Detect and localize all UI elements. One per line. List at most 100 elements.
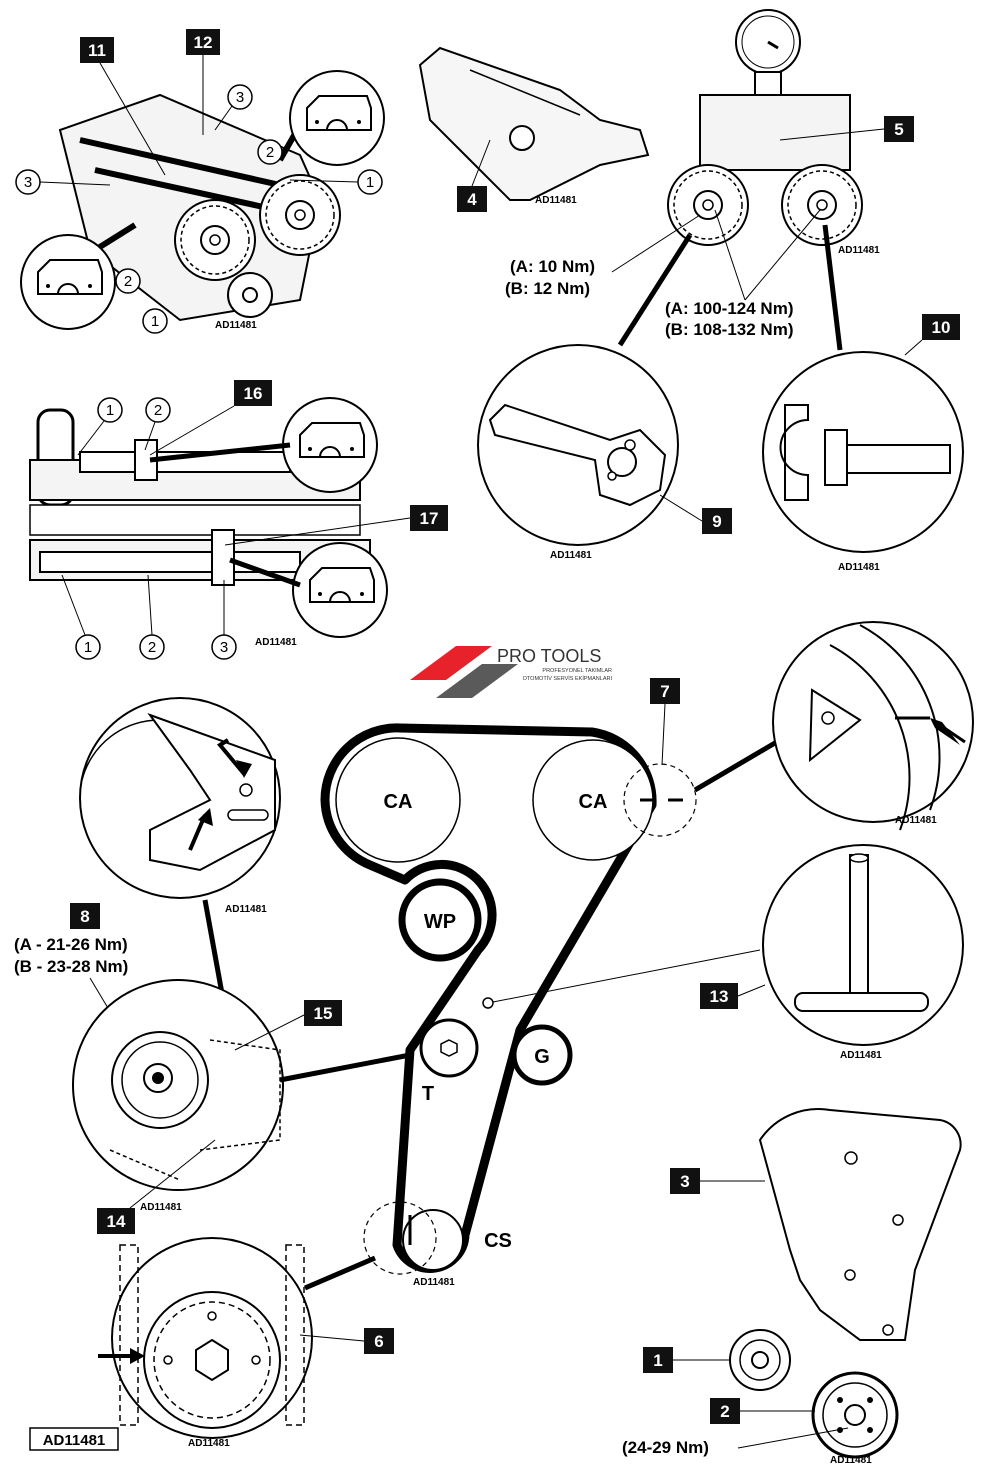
pulley-cam-left: CA <box>335 737 461 863</box>
svg-text:2: 2 <box>124 273 132 290</box>
tensioner-closeup <box>72 979 284 1191</box>
callout-3b: 3 <box>15 169 111 195</box>
torque-a-small: (A: 10 Nm) <box>510 257 595 276</box>
callout-2c: 2 <box>144 397 171 451</box>
pulley-idler: G <box>511 1024 573 1086</box>
label-box-11: 11 <box>80 37 166 176</box>
ref-code-sprocket: AD11481 <box>188 1438 230 1449</box>
label-box-9: 9 <box>659 494 732 534</box>
svg-text:1: 1 <box>151 313 159 330</box>
pro-tools-logo: PRO TOOLS PROFESYONEL TAKIMLAR OTOMOTİV … <box>410 646 612 698</box>
callout-1b: 1 <box>142 308 168 334</box>
svg-text:15: 15 <box>314 1004 333 1023</box>
crank-sprocket-detail <box>98 1237 313 1439</box>
ref-code-cover: AD11481 <box>535 195 577 206</box>
svg-text:WP: WP <box>424 911 456 933</box>
callout-1d: 1 <box>61 574 101 660</box>
tool-9-detail <box>477 233 693 546</box>
svg-text:PRO TOOLS: PRO TOOLS <box>497 646 601 666</box>
svg-text:2: 2 <box>720 1402 729 1421</box>
svg-text:16: 16 <box>244 384 263 403</box>
svg-text:2: 2 <box>148 639 156 656</box>
svg-text:2: 2 <box>154 402 162 419</box>
cam-cover-illustration <box>418 46 650 201</box>
ref-code-head: AD11481 <box>215 320 257 331</box>
svg-text:3: 3 <box>220 639 228 656</box>
label-box-1: 1 <box>643 1347 730 1373</box>
svg-text:3: 3 <box>24 174 32 191</box>
svg-text:8: 8 <box>80 907 89 926</box>
svg-text:AD11481: AD11481 <box>43 1432 106 1449</box>
torque-a-tensioner: (A - 21-26 Nm) <box>14 935 128 954</box>
svg-text:9: 9 <box>712 512 721 531</box>
clamp-detail-17 <box>292 542 388 638</box>
callout-2b: 2 <box>115 268 141 294</box>
callout-2a: 2 <box>257 139 283 165</box>
callout-2d: 2 <box>139 574 165 660</box>
torque-b-small: (B: 12 Nm) <box>505 279 590 298</box>
label-box-7: 7 <box>650 678 680 766</box>
pulley-water-pump: WP <box>398 878 482 962</box>
timing-mark-detail <box>693 621 974 831</box>
label-box-16: 16 <box>149 380 272 456</box>
svg-text:G: G <box>534 1046 550 1068</box>
ref-code-closeup: AD11481 <box>140 1202 182 1213</box>
svg-text:PROFESYONEL TAKIMLAR: PROFESYONEL TAKIMLAR <box>542 668 612 674</box>
svg-text:OTOMOTİV SERVİS EKİPMANLARI: OTOMOTİV SERVİS EKİPMANLARI <box>523 675 613 682</box>
ref-code-tool9: AD11481 <box>550 550 592 561</box>
svg-text:CA: CA <box>384 791 413 813</box>
pulley-cam-right: CA <box>532 739 697 861</box>
label-box-3: 3 <box>670 1168 765 1194</box>
svg-text:T: T <box>422 1083 434 1105</box>
callout-3d: 3 <box>211 580 237 660</box>
svg-text:CA: CA <box>579 791 608 813</box>
callout-1c: 1 <box>77 397 123 456</box>
ref-code-tbar: AD11481 <box>840 1050 882 1061</box>
label-box-4: 4 <box>457 139 491 212</box>
svg-text:14: 14 <box>107 1212 126 1231</box>
svg-text:3: 3 <box>680 1172 689 1191</box>
reference-code-box: AD11481 <box>29 1427 119 1451</box>
svg-text:12: 12 <box>194 33 213 52</box>
torque-crank: (24-29 Nm) <box>622 1438 709 1457</box>
ref-code-mark: AD11481 <box>895 815 937 826</box>
svg-text:1: 1 <box>653 1351 662 1370</box>
label-box-6: 6 <box>299 1328 394 1354</box>
svg-text:13: 13 <box>710 987 729 1006</box>
ref-code-gears: AD11481 <box>838 245 880 256</box>
cam-gears-gauge-illustration <box>667 9 863 246</box>
callout-1a: 1 <box>289 169 383 195</box>
label-box-12: 12 <box>186 29 220 135</box>
timing-cover-illustration <box>758 1108 962 1341</box>
pulley-crankshaft: CS <box>363 1201 512 1275</box>
svg-text:10: 10 <box>932 318 951 337</box>
label-box-2: 2 <box>710 1398 815 1424</box>
ref-code-bracket: AD11481 <box>225 904 267 915</box>
svg-text:1: 1 <box>84 639 92 656</box>
tensioner-bracket-detail <box>79 697 281 899</box>
clamp-detail-left <box>20 234 116 330</box>
torque-a-large: (A: 100-124 Nm) <box>665 299 794 318</box>
tbar-tool-detail <box>762 844 964 1046</box>
svg-text:1: 1 <box>106 402 114 419</box>
clamp-detail-16 <box>282 397 378 493</box>
label-box-10: 10 <box>904 314 960 356</box>
svg-text:5: 5 <box>894 120 903 139</box>
ref-code-camshafts: AD11481 <box>255 637 297 648</box>
svg-text:6: 6 <box>374 1332 383 1351</box>
svg-text:11: 11 <box>88 41 106 60</box>
torque-b-large: (B: 108-132 Nm) <box>665 320 794 339</box>
ref-code-tool10: AD11481 <box>838 562 880 573</box>
clamp-detail-top <box>289 70 385 166</box>
label-box-15: 15 <box>234 1000 342 1051</box>
ref-code-belt: AD11481 <box>413 1277 455 1288</box>
crank-pulley-part <box>811 1371 899 1459</box>
ref-code-crank: AD11481 <box>830 1455 872 1466</box>
tool-10-detail <box>762 224 964 553</box>
svg-text:7: 7 <box>660 682 669 701</box>
svg-text:4: 4 <box>467 190 477 209</box>
svg-text:2: 2 <box>266 144 274 161</box>
svg-text:17: 17 <box>420 509 439 528</box>
label-box-17: 17 <box>224 505 448 546</box>
